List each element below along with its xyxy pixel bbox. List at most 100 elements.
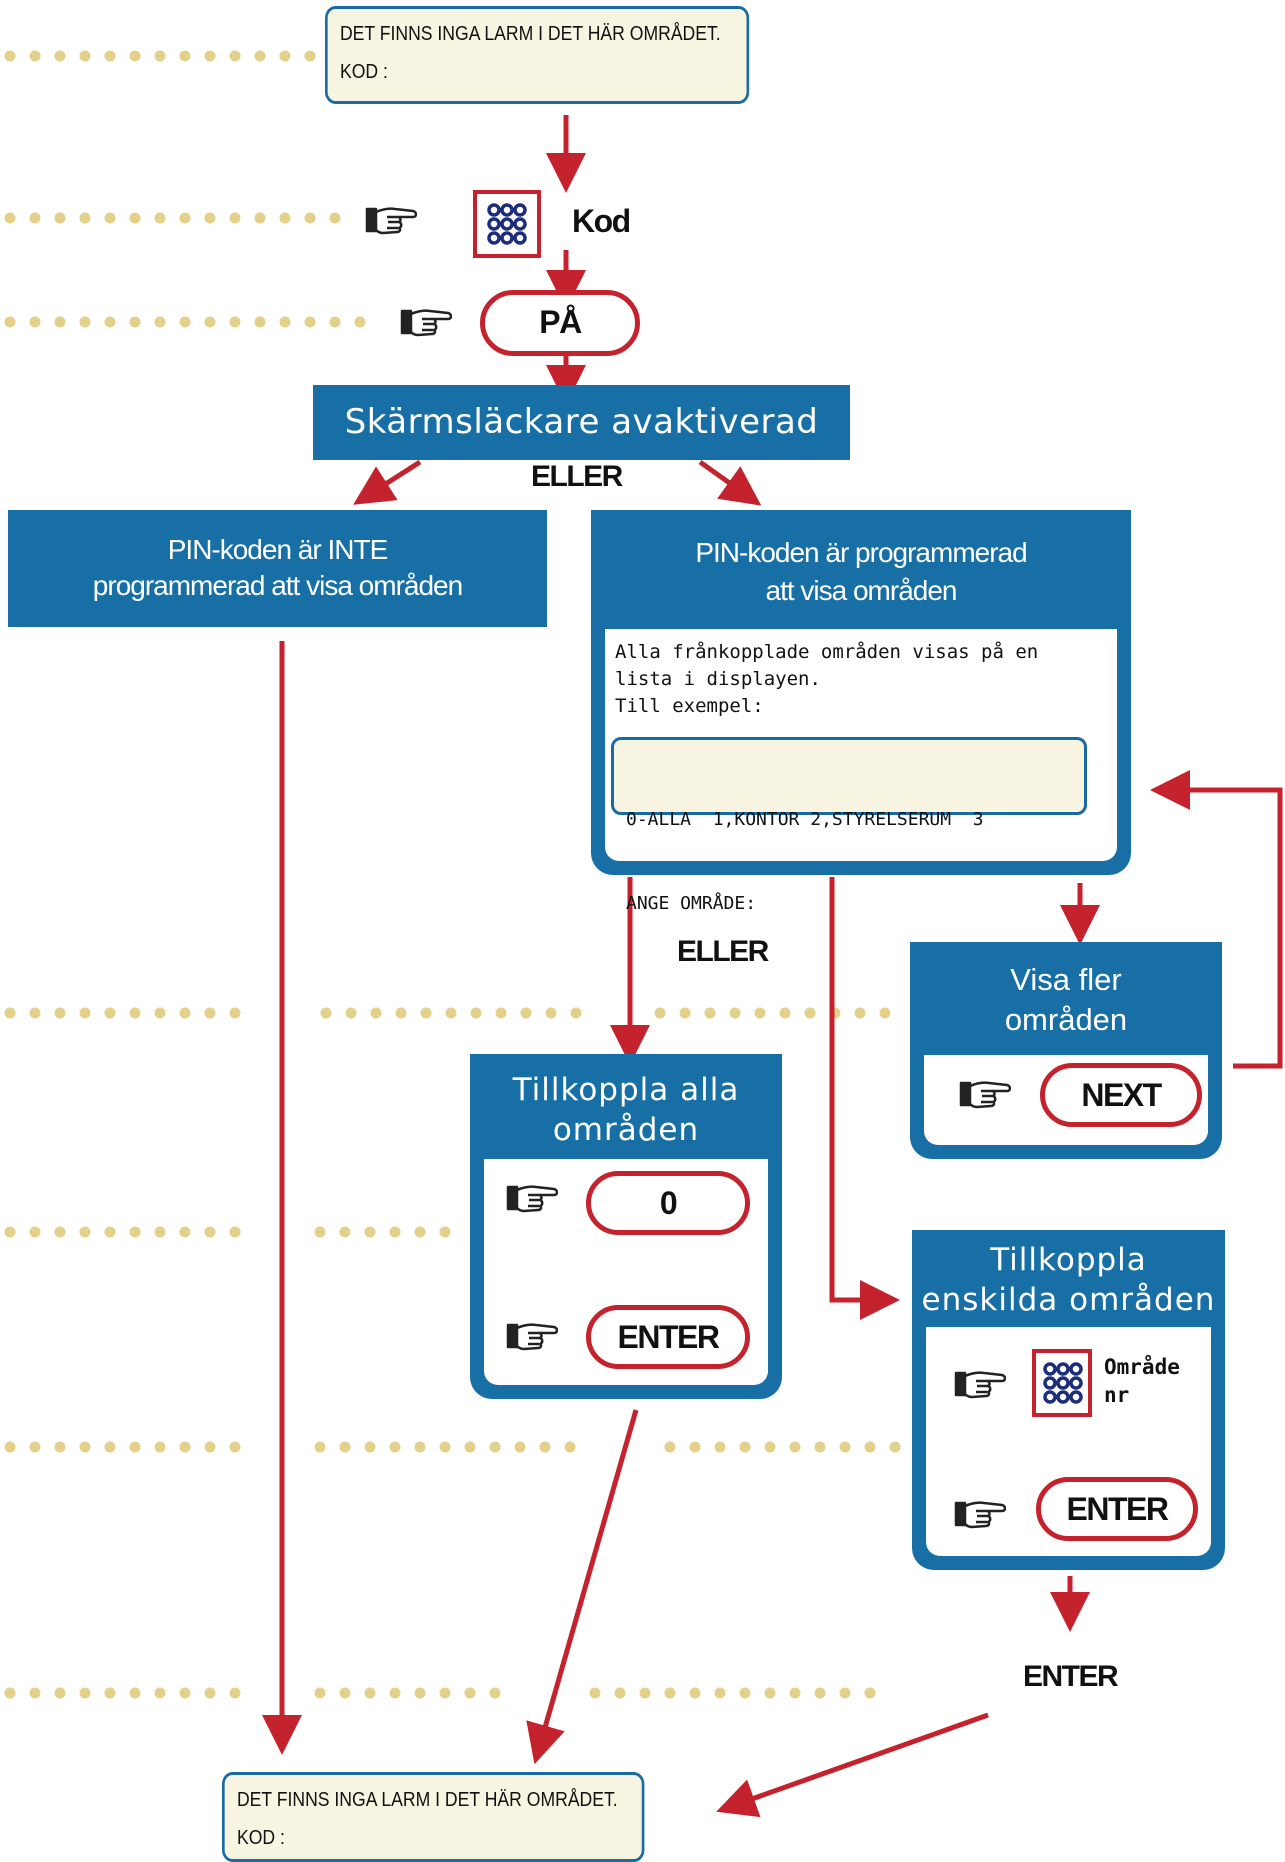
guide-dot — [229, 1007, 241, 1019]
pin-programmed-content: Alla frånkopplade områden visas på en li… — [605, 629, 1117, 914]
dotted-guide-lines — [4, 50, 901, 1699]
guide-dot — [320, 1007, 332, 1019]
guide-dot — [329, 316, 341, 328]
guide-dot — [29, 1226, 41, 1238]
show-more-content: NEXT — [924, 1055, 1208, 1145]
arrow-loop-back — [1150, 770, 1283, 1069]
enter-key-arm-single[interactable]: ENTER — [1036, 1477, 1198, 1541]
guide-dot — [79, 1687, 91, 1699]
guide-dot — [129, 212, 141, 224]
guide-dot — [154, 212, 166, 224]
guide-dot — [29, 316, 41, 328]
guide-dot — [839, 1687, 851, 1699]
show-more-line2: områden — [1004, 1002, 1128, 1037]
show-more-line1: Visa fler — [1010, 962, 1122, 997]
guide-dot — [4, 212, 16, 224]
guide-dot — [304, 212, 316, 224]
guide-dot — [545, 1007, 557, 1019]
guide-dot — [754, 1007, 766, 1019]
bottom-display-line2: KOD : — [236, 1827, 285, 1849]
guide-dot — [104, 50, 116, 62]
guide-dot — [29, 1441, 41, 1453]
guide-dot — [279, 316, 291, 328]
guide-dot — [364, 1226, 376, 1238]
guide-dot — [714, 1687, 726, 1699]
guide-dot — [464, 1687, 476, 1699]
guide-dot — [204, 1687, 216, 1699]
guide-dot — [854, 1007, 866, 1019]
guide-dot — [229, 1226, 241, 1238]
bottom-lcd-display: DET FINNS INGA LARM I DET HÄR OMRÅDET. K… — [222, 1772, 645, 1862]
guide-dot — [229, 50, 241, 62]
screensaver-text: Skärmsläckare avaktiverad — [344, 402, 819, 442]
on-key[interactable]: PÅ — [480, 290, 640, 356]
guide-dot — [464, 1441, 476, 1453]
guide-dot — [204, 50, 216, 62]
zero-key[interactable]: 0 — [586, 1171, 750, 1235]
pointing-hand-icon — [506, 1323, 558, 1351]
guide-dot — [4, 1441, 16, 1453]
guide-dot — [789, 1441, 801, 1453]
guide-dot — [204, 316, 216, 328]
code-label: Kod — [572, 203, 631, 239]
enter-key-arm-all[interactable]: ENTER — [586, 1305, 750, 1369]
guide-dot — [339, 1226, 351, 1238]
next-key[interactable]: NEXT — [1040, 1063, 1202, 1127]
top-display-line1: DET FINNS INGA LARM I DET HÄR OMRÅDET. — [339, 23, 721, 45]
guide-dot — [589, 1687, 601, 1699]
guide-dot — [314, 1687, 326, 1699]
guide-dot — [79, 316, 91, 328]
guide-dot — [179, 1007, 191, 1019]
keypad-grid — [487, 203, 527, 245]
final-enter-label: ENTER — [1023, 1660, 1119, 1693]
guide-dot — [154, 1441, 166, 1453]
guide-dot — [470, 1007, 482, 1019]
guide-dot — [129, 1007, 141, 1019]
top-lcd-display: DET FINNS INGA LARM I DET HÄR OMRÅDET. K… — [325, 6, 750, 104]
guide-dot — [345, 1007, 357, 1019]
flow-arrows — [262, 115, 1283, 1818]
guide-dot — [179, 50, 191, 62]
or-label-2: ELLER — [677, 935, 769, 968]
guide-dot — [204, 1007, 216, 1019]
guide-dot — [570, 1007, 582, 1019]
guide-dot — [104, 316, 116, 328]
guide-dot — [489, 1687, 501, 1699]
guide-dot — [54, 50, 66, 62]
guide-dot — [54, 1687, 66, 1699]
guide-dot — [439, 1441, 451, 1453]
bottom-display-line1: DET FINNS INGA LARM I DET HÄR OMRÅDET. — [236, 1789, 618, 1811]
guide-dot — [179, 1687, 191, 1699]
guide-dot — [229, 212, 241, 224]
guide-dot — [304, 50, 316, 62]
guide-dot — [129, 1687, 141, 1699]
guide-dot — [54, 1441, 66, 1453]
guide-dot — [229, 1441, 241, 1453]
guide-dot — [664, 1441, 676, 1453]
arrow-enter-to-bottom — [716, 1712, 989, 1818]
guide-dot — [614, 1687, 626, 1699]
guide-dot — [79, 1007, 91, 1019]
guide-dot — [129, 1441, 141, 1453]
guide-dot — [639, 1687, 651, 1699]
pin-not-programmed-box: PIN-koden är INTE programmerad att visa … — [8, 510, 547, 627]
guide-dot — [364, 1687, 376, 1699]
guide-dot — [889, 1441, 901, 1453]
guide-dot — [4, 1687, 16, 1699]
area-list-display: 0-ALLA 1,KONTOR 2,STYRELSERUM 3 ANGE OMR… — [611, 737, 1087, 914]
arrow-to-branch-right — [698, 459, 762, 506]
area-number-label-line1: Område — [1104, 1355, 1180, 1379]
guide-dot — [370, 1007, 382, 1019]
guide-dot — [4, 1226, 16, 1238]
guide-dot — [29, 1687, 41, 1699]
guide-dot — [704, 1007, 716, 1019]
guide-dot — [439, 1226, 451, 1238]
guide-dot — [304, 316, 316, 328]
guide-dot — [389, 1687, 401, 1699]
guide-dot — [54, 1226, 66, 1238]
guide-dot — [129, 1226, 141, 1238]
arm-single-line1: Tillkoppla — [990, 1242, 1147, 1278]
pin-not-programmed-line2: programmerad att visa områden — [92, 570, 463, 601]
guide-dot — [104, 1441, 116, 1453]
guide-dot — [154, 50, 166, 62]
